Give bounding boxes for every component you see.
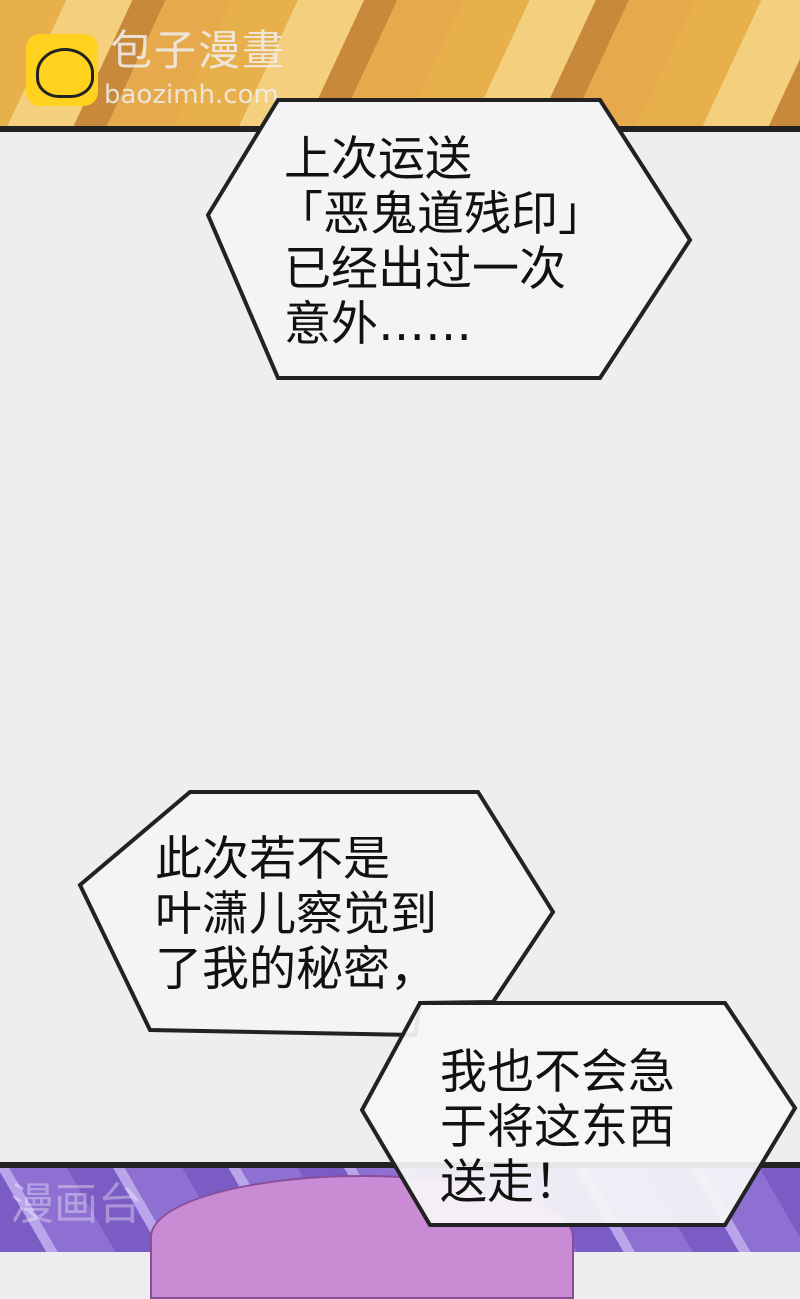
speech-bubble-3 bbox=[359, 1001, 798, 1227]
bubble-3-line: 送走！ bbox=[440, 1155, 581, 1210]
bubble-3-line: 于将这东西 bbox=[440, 1100, 675, 1155]
bubble-3-line: 我也不会急 bbox=[440, 1045, 675, 1100]
bubble-1-line: 已经出过一次 bbox=[284, 242, 566, 297]
watermark-corner: 漫画台 bbox=[10, 1179, 142, 1230]
bubble-1-line: 上次运送 bbox=[284, 132, 472, 187]
bubble-2-line: 叶潇儿察觉到 bbox=[155, 887, 437, 942]
bubble-2-text: 此次若不是叶潇儿察觉到了我的秘密， bbox=[155, 832, 437, 997]
baozi-logo-icon bbox=[26, 34, 98, 106]
bubble-1-line: 意外…… bbox=[284, 297, 472, 352]
watermark-brand: 包子漫畫 bbox=[110, 26, 287, 75]
watermark-url: baozimh.com bbox=[104, 80, 279, 110]
bubble-3-text: 我也不会急于将这东西送走！ bbox=[440, 1045, 675, 1210]
bubble-1-line: 「恶鬼道残印」 bbox=[276, 187, 605, 242]
speech-bubbles bbox=[77, 98, 798, 1227]
bubble-2-line: 了我的秘密， bbox=[155, 942, 437, 997]
bubble-2-line: 此次若不是 bbox=[155, 832, 390, 887]
speech-bubble-1 bbox=[205, 98, 693, 380]
bubble-1-text: 上次运送「恶鬼道残印」已经出过一次意外…… bbox=[276, 132, 605, 352]
